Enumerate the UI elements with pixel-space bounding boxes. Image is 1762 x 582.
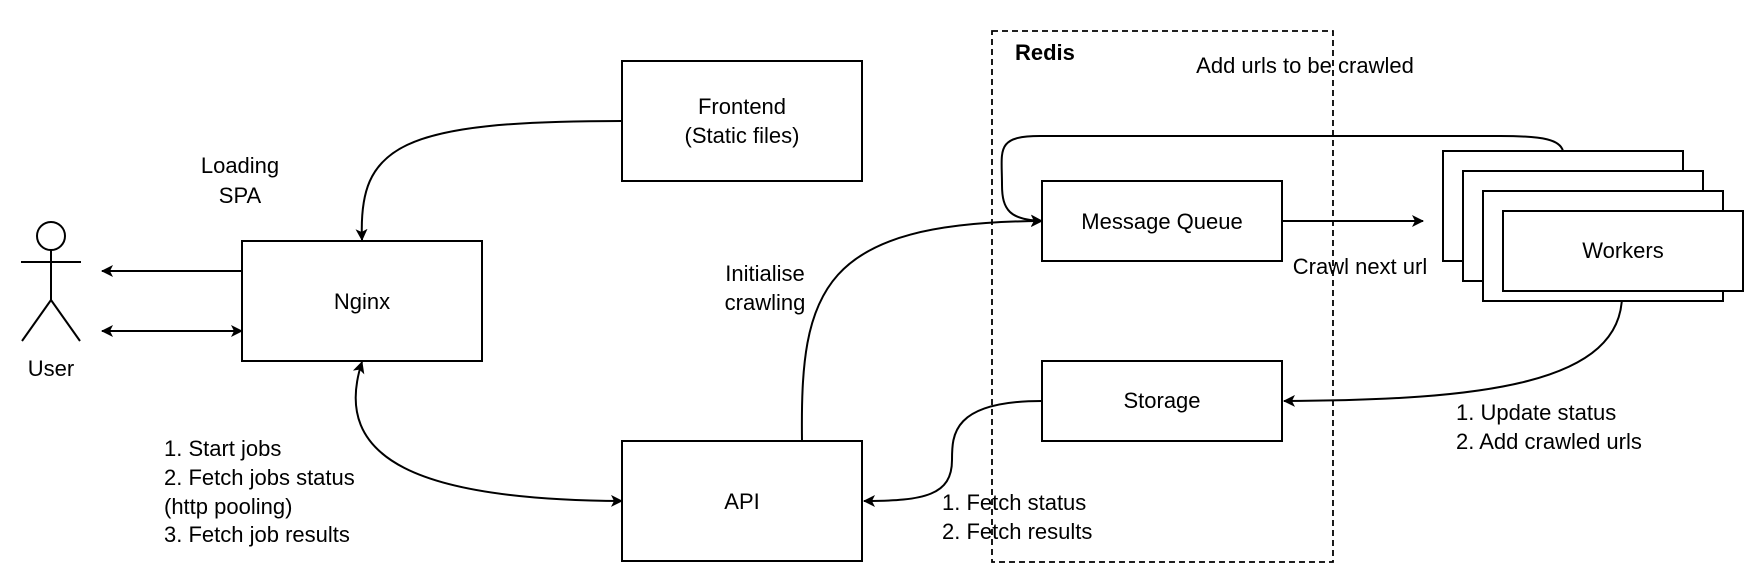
user-actor-icon xyxy=(21,221,81,342)
loading-spa-label-line2: SPA xyxy=(219,183,262,208)
api-requests-label-line4: 3. Fetch job results xyxy=(164,522,350,547)
message-queue-label: Message Queue xyxy=(1081,209,1242,234)
nginx-label: Nginx xyxy=(334,289,390,314)
frontend-label-line2: (Static files) xyxy=(685,123,800,148)
workers-stack xyxy=(1442,150,1744,302)
api-requests-label-line1: 1. Start jobs xyxy=(164,436,281,461)
edge-workers-to-message-queue xyxy=(1000,135,1564,227)
api-requests-label-line2: 2. Fetch jobs status xyxy=(164,465,355,490)
redis-group-title: Redis xyxy=(1015,40,1075,65)
storage-reads-label-line2: 2. Fetch results xyxy=(942,519,1092,544)
edge-storage-to-api xyxy=(863,400,1043,507)
storage-reads-label-line1: 1. Fetch status xyxy=(942,490,1086,515)
api-requests-label-line3: (http pooling) xyxy=(164,494,292,519)
edge-nginx-api xyxy=(352,361,623,507)
user-label: User xyxy=(28,356,74,381)
edge-frontend-to-nginx xyxy=(355,120,623,241)
edge-api-to-message-queue xyxy=(800,215,1043,442)
worker-updates-label-line1: 1. Update status xyxy=(1456,400,1616,425)
message-queue-node xyxy=(1041,180,1283,262)
edge-workers-to-storage xyxy=(1283,291,1624,407)
initialise-crawling-label-line1: Initialise xyxy=(725,261,804,286)
workers-label: Workers xyxy=(1582,238,1664,263)
loading-spa-label-line1: Loading xyxy=(201,153,279,178)
add-urls-label: Add urls to be crawled xyxy=(1196,53,1414,78)
frontend-label-line1: Frontend xyxy=(698,94,786,119)
crawl-next-url-label: Crawl next url xyxy=(1293,254,1427,279)
frontend-node xyxy=(621,60,863,182)
worker-updates-label-line2: 2. Add crawled urls xyxy=(1456,429,1642,454)
storage-node xyxy=(1041,360,1283,442)
api-label: API xyxy=(724,489,759,514)
storage-label: Storage xyxy=(1123,388,1200,413)
api-node xyxy=(621,440,863,562)
initialise-crawling-label-line2: crawling xyxy=(725,290,806,315)
nginx-node xyxy=(241,240,483,362)
redis-group xyxy=(991,30,1334,563)
workers-node xyxy=(1502,210,1744,292)
